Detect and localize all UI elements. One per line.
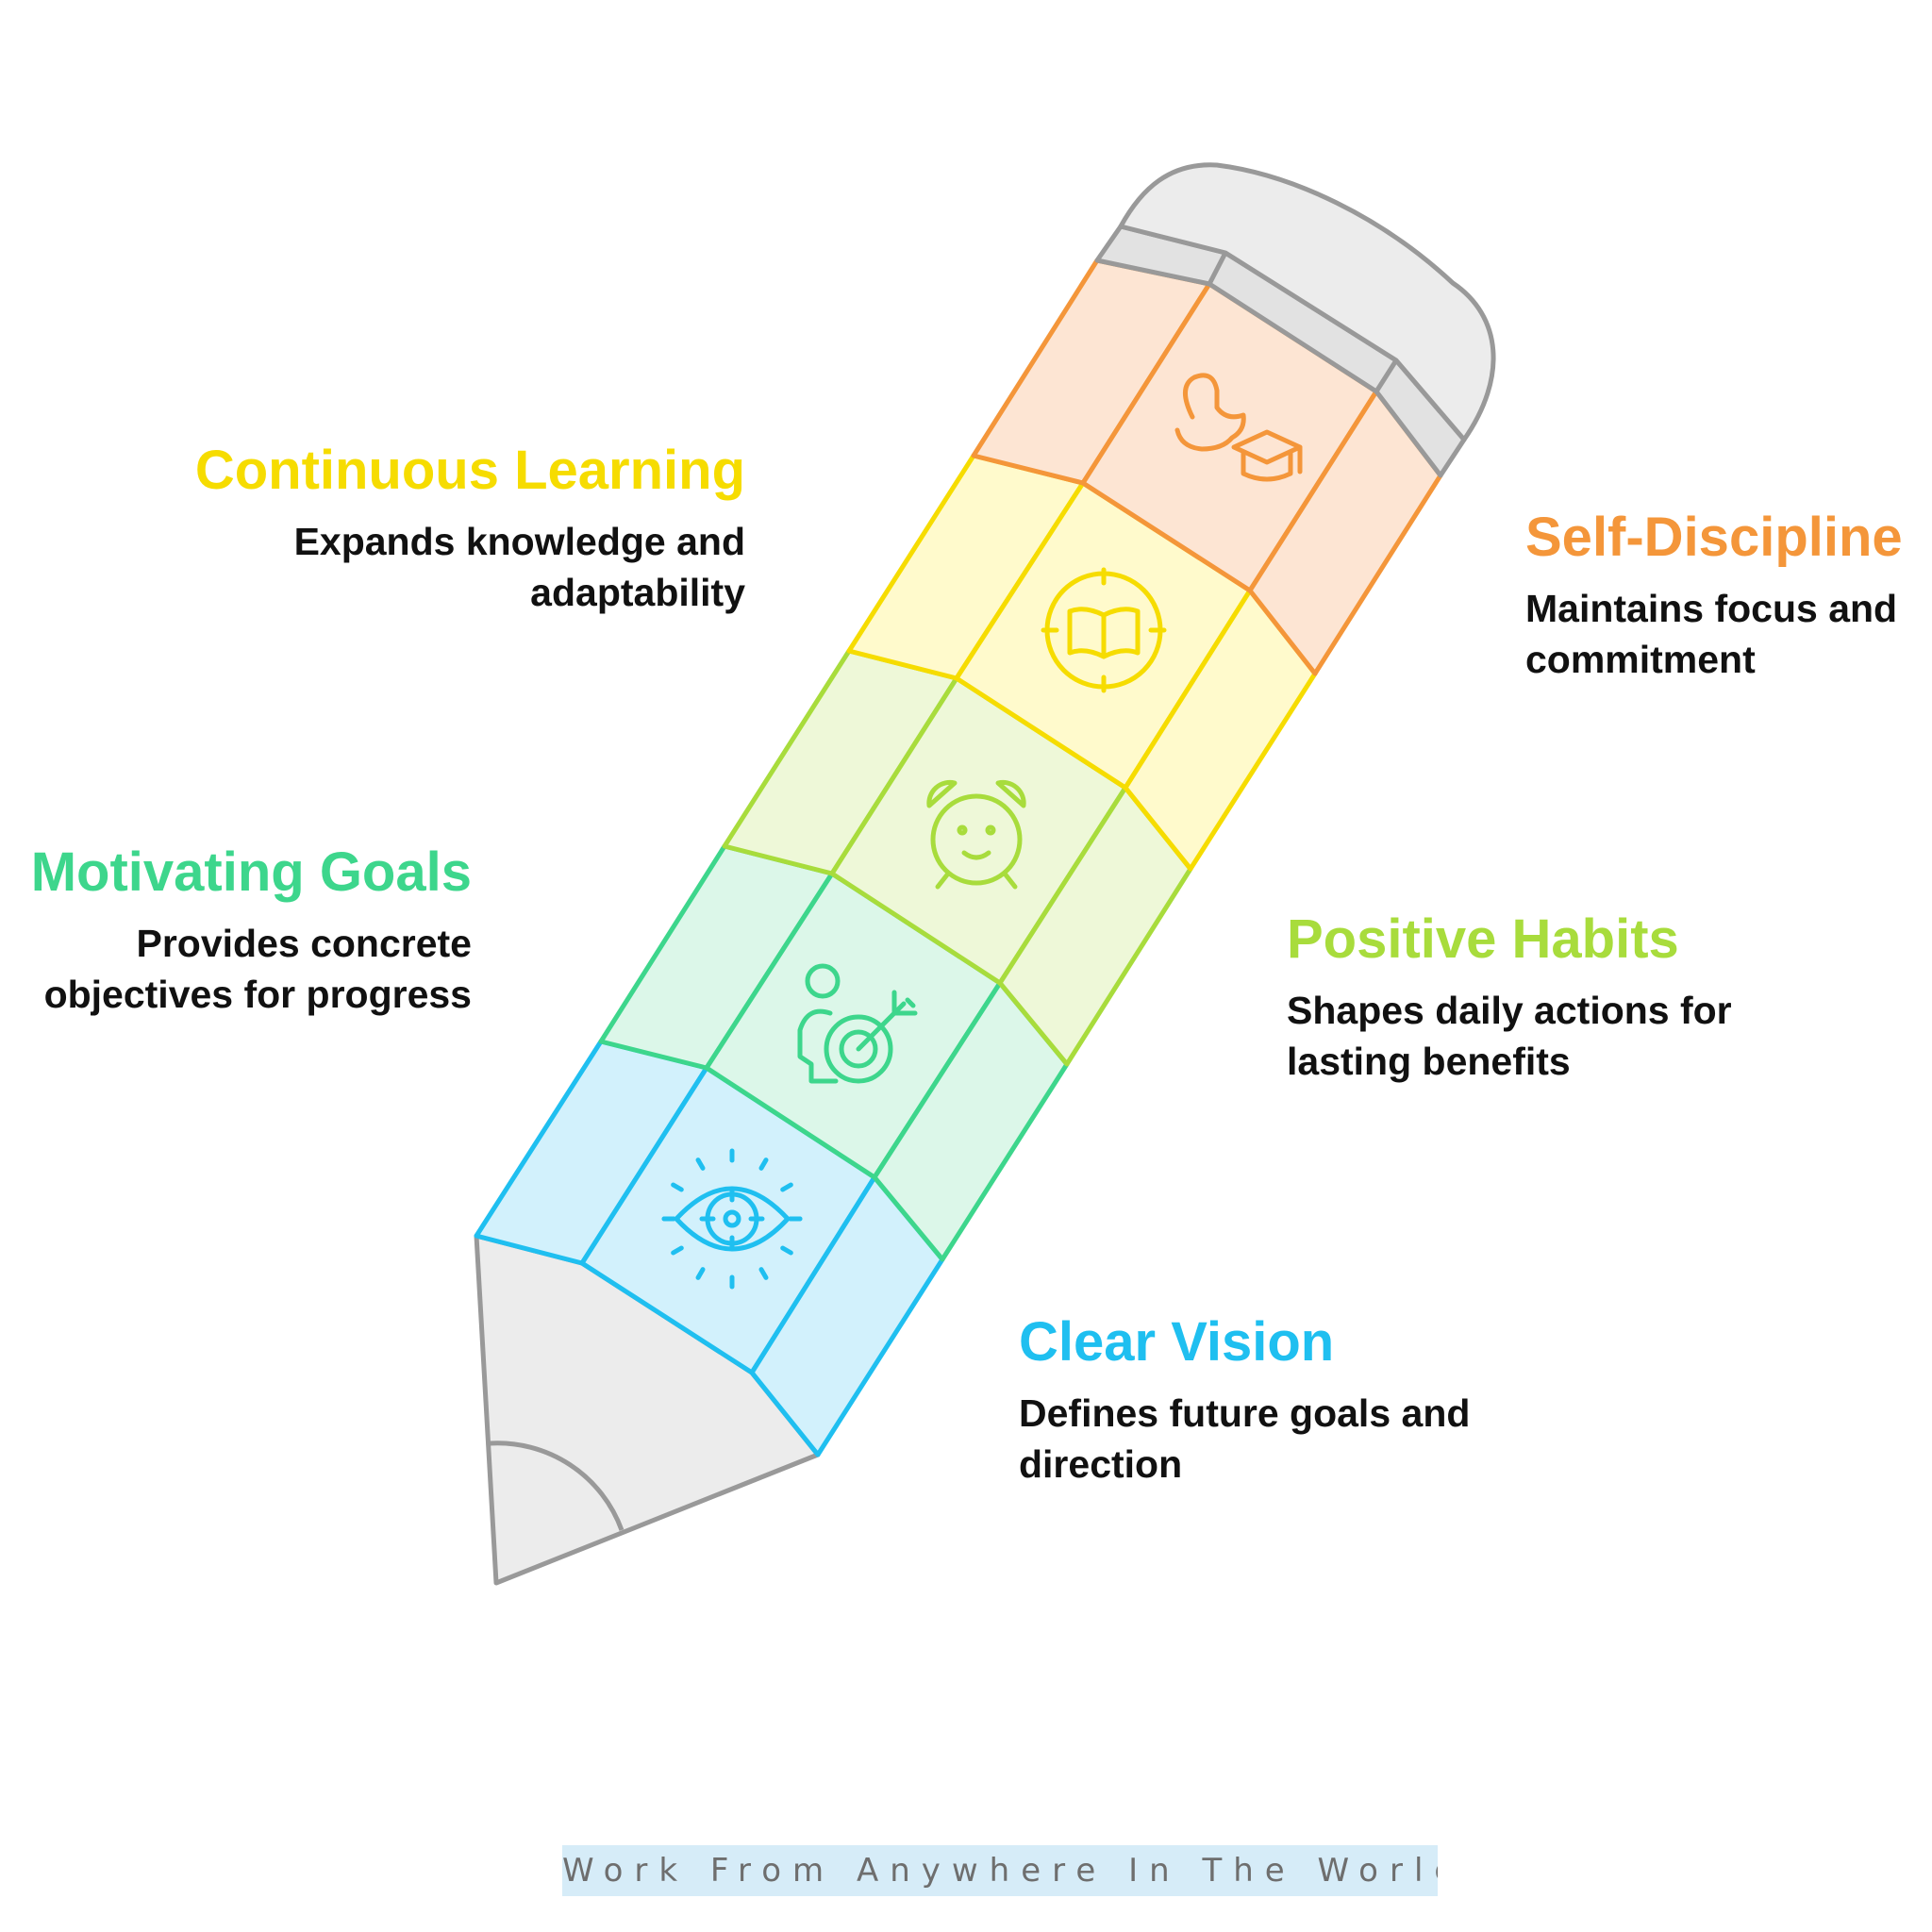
label-continuous-learning: Continuous Learning Expands knowledge an…	[195, 439, 745, 618]
muscle-graduation-icon	[1174, 373, 1303, 482]
person-target-icon	[797, 963, 918, 1084]
ferrule-seam	[1207, 251, 1228, 286]
motivating-goals-description: Provides concrete objectives for progres…	[43, 922, 472, 1016]
positive-habits-title: Positive Habits	[1287, 908, 1679, 970]
eye-target-icon	[661, 1148, 803, 1290]
label-positive-habits: Positive Habits Shapes daily actions for…	[1287, 908, 1777, 1087]
label-motivating-goals: Motivating Goals Provides concrete objec…	[0, 841, 472, 1020]
book-compass-icon	[1041, 567, 1167, 693]
pencil-eraser	[1094, 162, 1496, 478]
continuous-learning-title: Continuous Learning	[194, 440, 745, 501]
pencil-icons	[661, 373, 1303, 1290]
clear-vision-description: Defines future goals and direction	[1019, 1391, 1471, 1486]
label-clear-vision: Clear Vision Defines future goals and di…	[1019, 1310, 1509, 1490]
alarm-clock-icon	[926, 779, 1026, 890]
self-discipline-description: Maintains focus and commitment	[1525, 587, 1898, 681]
continuous-learning-description: Expands knowledge and adaptability	[293, 520, 745, 614]
motivating-goals-title: Motivating Goals	[30, 841, 472, 903]
pencil-tip-arc	[489, 1441, 625, 1531]
clear-vision-title: Clear Vision	[1019, 1311, 1335, 1373]
label-self-discipline: Self-Discipline Maintains focus and comm…	[1525, 506, 1922, 685]
pencil-segments	[474, 258, 1443, 1457]
positive-habits-description: Shapes daily actions for lasting benefit…	[1287, 989, 1732, 1083]
footer-banner: Work From Anywhere In The World	[562, 1845, 1438, 1896]
ferrule-seam	[1374, 358, 1399, 393]
pencil-eraser-cap	[1118, 162, 1496, 442]
self-discipline-title: Self-Discipline	[1525, 507, 1903, 568]
